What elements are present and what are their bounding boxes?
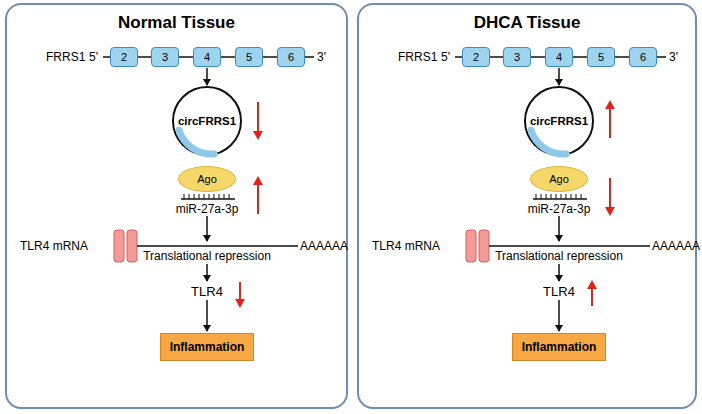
exon-box: 5 <box>587 47 615 67</box>
mirna-strand <box>533 198 587 200</box>
outcome-box: Inflammation <box>160 333 254 361</box>
up-arrow <box>257 178 259 214</box>
panel-title: Normal Tissue <box>7 13 346 33</box>
mirna-strand <box>181 198 235 200</box>
exon-arc <box>179 130 214 154</box>
node-text: 6 <box>288 51 294 63</box>
mirna-ticks <box>536 194 581 199</box>
mrna-line <box>137 245 298 247</box>
gene-name: FRRS1 <box>398 50 437 64</box>
receptor-block <box>466 230 476 262</box>
mirna-ticks <box>184 194 229 199</box>
protein-name: TLR4 <box>543 285 575 299</box>
flow-arrow <box>558 264 560 281</box>
ago-protein: Ago <box>178 166 236 192</box>
down-arrow <box>609 178 611 214</box>
exon-box: 5 <box>235 47 263 67</box>
node-text: 2 <box>121 51 127 63</box>
ago-protein: Ago <box>530 166 588 192</box>
node-text: 6 <box>640 51 646 63</box>
exon-box: 4 <box>545 47 573 67</box>
node-text: 3 <box>162 51 168 63</box>
end-mark: 3' <box>317 50 326 64</box>
exon-box: 2 <box>462 47 490 67</box>
exon-box: 4 <box>193 47 221 67</box>
down-arrow <box>257 102 259 138</box>
flow-arrow <box>206 216 208 241</box>
node-text: Inflammation <box>522 340 597 354</box>
down-arrow <box>239 282 241 306</box>
up-arrow <box>591 282 593 306</box>
flow-arrow <box>206 68 208 85</box>
receptor-block <box>114 230 124 262</box>
flow-arrow <box>558 68 560 85</box>
exon-box: 6 <box>629 47 657 67</box>
process-text: Translational repression <box>495 249 623 263</box>
mrna-name: TLR4 mRNA <box>20 239 88 253</box>
node-text: Inflammation <box>170 340 245 354</box>
mrna-name: TLR4 mRNA <box>372 239 440 253</box>
end-mark: 5' <box>441 50 450 64</box>
exon-box: 3 <box>151 47 179 67</box>
exon-box: 3 <box>503 47 531 67</box>
receptor-block <box>479 230 489 262</box>
end-mark: 5' <box>89 50 98 64</box>
node-text: 5 <box>598 51 604 63</box>
flow-arrow <box>558 300 560 331</box>
flow-arrow <box>206 264 208 281</box>
node-text: circFRRS1 <box>530 115 588 127</box>
protein-name: TLR4 <box>191 285 223 299</box>
polya-tail: AAAAAA <box>652 239 700 253</box>
polya-tail: AAAAAA <box>300 239 348 253</box>
process-text: Translational repression <box>143 249 271 263</box>
flow-arrow <box>558 216 560 241</box>
circrna-circle: circFRRS1 <box>524 86 594 156</box>
exon-box: 2 <box>110 47 138 67</box>
mrna-line <box>489 245 650 247</box>
node-text: 3 <box>514 51 520 63</box>
exon-arc <box>531 130 566 154</box>
flow-arrow <box>206 300 208 331</box>
node-text: 4 <box>204 51 210 63</box>
circrna-circle: circFRRS1 <box>172 86 242 156</box>
end-mark: 3' <box>669 50 678 64</box>
node-text: 2 <box>473 51 479 63</box>
receptor-block <box>127 230 137 262</box>
mirna-name: miR-27a-3p <box>528 202 591 216</box>
up-arrow <box>609 102 611 138</box>
node-text: 4 <box>556 51 562 63</box>
node-text: circFRRS1 <box>178 115 236 127</box>
gene-name: FRRS1 <box>46 50 85 64</box>
outcome-box: Inflammation <box>512 333 606 361</box>
node-text: Ago <box>549 173 569 185</box>
node-text: Ago <box>197 173 217 185</box>
node-text: 5 <box>246 51 252 63</box>
panel-title: DHCA Tissue <box>359 13 695 33</box>
mirna-name: miR-27a-3p <box>176 202 239 216</box>
exon-box: 6 <box>277 47 305 67</box>
